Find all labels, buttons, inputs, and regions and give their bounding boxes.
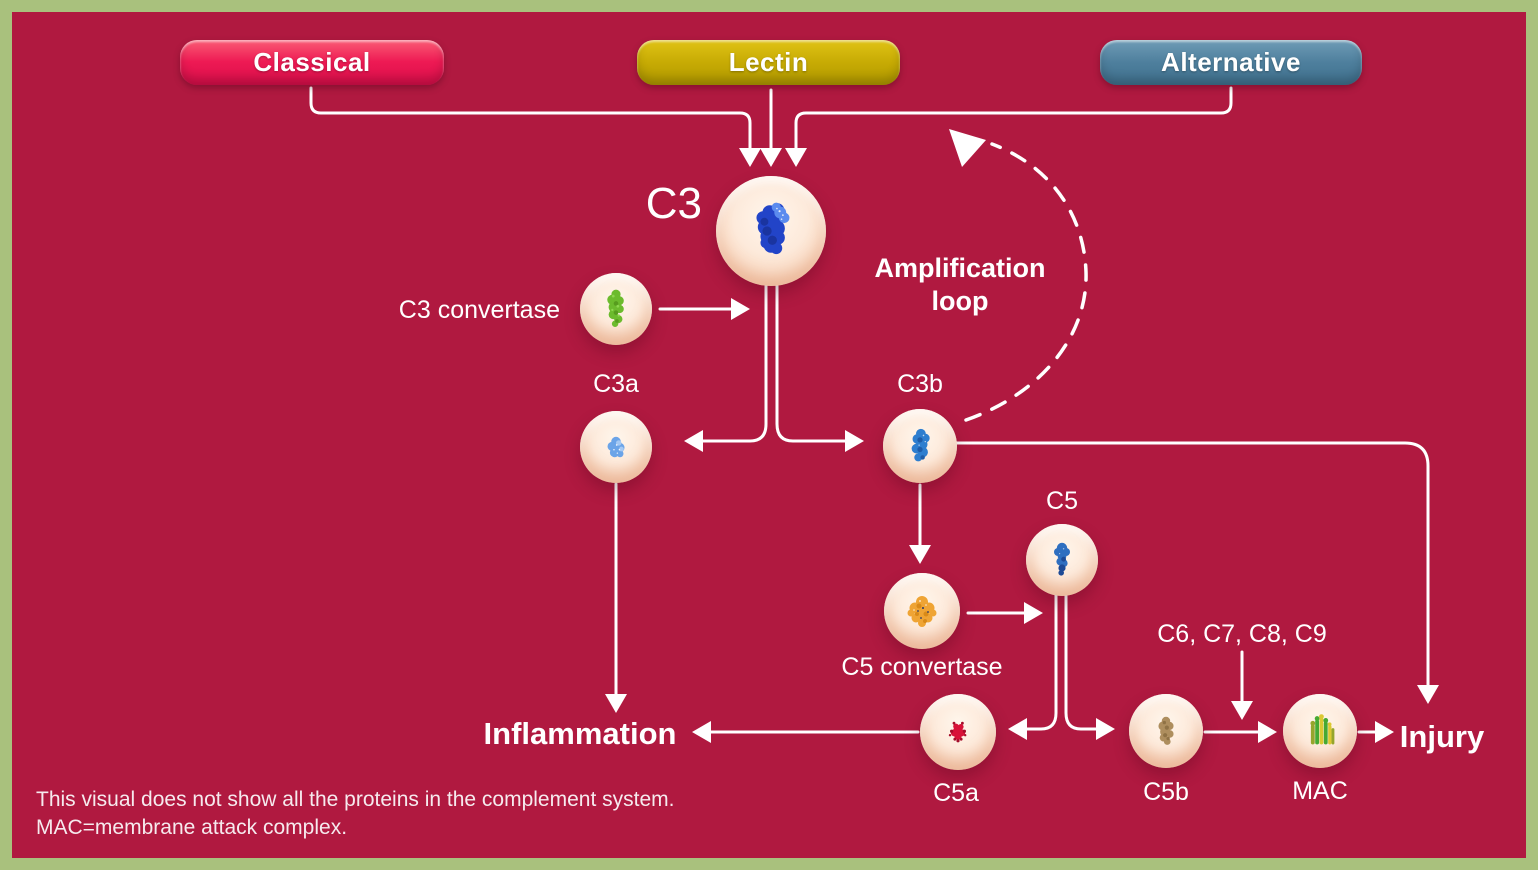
c5-convertase-molecule-icon [907,596,937,627]
c5-molecule-icon [1054,542,1070,576]
arrow-c3convertase-to-c3 [658,298,750,320]
c5a-molecule-icon [948,721,967,743]
arrow-alternative-to-c3 [785,86,1233,167]
arrow-c5convertase-to-c5 [966,602,1043,624]
pathway-pill-alternative: Alternative [1100,40,1362,85]
mac-icon [1310,714,1335,745]
c3a-molecule-icon [607,436,625,458]
amplification-loop-line2: loop [931,286,989,316]
arrow-classical-to-c3 [309,86,761,167]
pathway-pill-classical: Classical [180,40,444,85]
c3-label: C3 [645,179,702,228]
arrow-c6c9-to-mac [1231,650,1253,720]
c5-node [1026,524,1098,596]
arrow-c3a-to-inflammation [605,482,627,713]
c3-convertase-node [580,273,652,345]
pathway-pill-lectin: Lectin [637,40,900,85]
c3-convertase-label: C3 convertase [398,296,560,324]
c5b-molecule-icon [1158,716,1174,745]
amplification-loop-line1: Amplification [874,253,1046,283]
c6-c9-label: C6, C7, C8, C9 [1157,620,1327,648]
c5b-label: C5b [1143,778,1189,806]
arrow-c3b-to-c5convertase [909,483,931,564]
c5b-node [1129,694,1203,768]
arrow-c3-to-c3a [684,278,768,452]
arrow-c5-to-c5b [1064,592,1115,740]
c5-label: C5 [1046,487,1078,515]
c3b-label: C3b [897,370,943,398]
amplification-loop-label: Amplification loop [850,252,1070,318]
classical-label: Classical [253,47,371,77]
c3b-node [883,409,957,483]
injury-label: Injury [1399,719,1485,754]
c3a-node [580,411,652,483]
alternative-label: Alternative [1161,47,1301,77]
c3a-label: C3a [593,370,639,398]
mac-node [1283,694,1357,768]
arrow-c5a-to-inflammation [692,721,920,743]
c5-convertase-node [884,573,960,649]
arrow-lectin-to-c3 [760,88,782,167]
c3b-molecule-icon [911,428,930,462]
mac-label: MAC [1292,777,1348,805]
inflammation-label: Inflammation [483,716,677,751]
c3-molecule-icon [756,202,790,255]
footnote-line2: MAC=membrane attack complex. [36,816,348,839]
footnote-line1: This visual does not show all the protei… [36,788,675,811]
c5a-label: C5a [933,779,979,807]
arrow-mac-to-injury [1357,721,1394,743]
c3-node [716,176,826,286]
c3-convertase-molecule-icon [607,289,624,327]
footnote: This visual does not show all the protei… [36,786,674,842]
c5-convertase-label: C5 convertase [841,653,1003,681]
lectin-label: Lectin [728,47,809,77]
c5a-node [920,694,996,770]
arrow-c5b-to-mac [1203,721,1277,743]
